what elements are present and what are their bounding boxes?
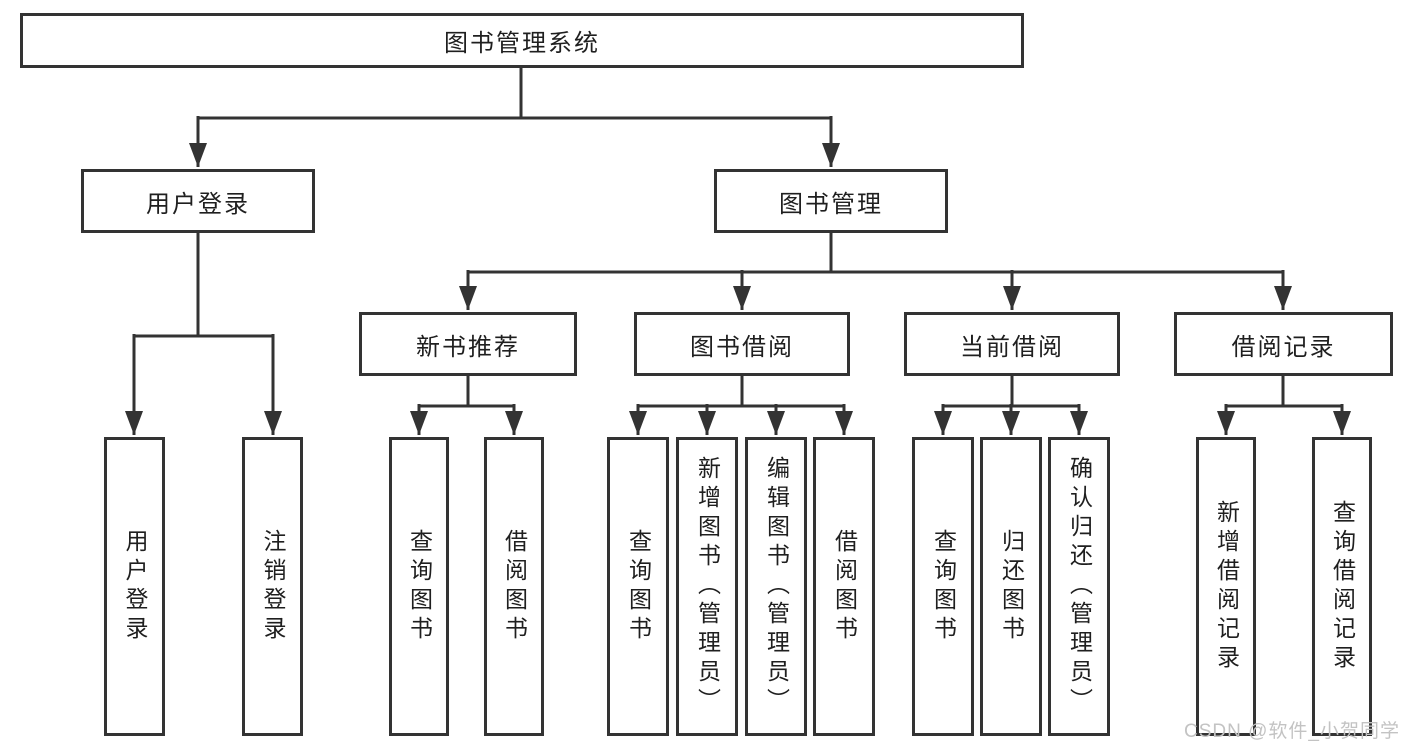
node-root-label: 图书管理系统: [444, 30, 600, 57]
leaf-add-borrow-record: 新增借阅记录: [1196, 437, 1256, 736]
leaf-query-books-current-label: 查询图书: [930, 528, 957, 645]
leaf-add-book-admin: 新增图书（管理员）: [676, 437, 738, 736]
leaf-query-books-borrowing: 查询图书: [607, 437, 669, 736]
node-root: 图书管理系统: [20, 13, 1024, 68]
node-borrowing-records: 借阅记录: [1174, 312, 1393, 376]
node-new-book-recommend: 新书推荐: [359, 312, 577, 376]
node-user-login: 用户登录: [81, 169, 315, 233]
leaf-logout: 注销登录: [242, 437, 303, 736]
leaf-borrow-books-borrowing: 借阅图书: [813, 437, 875, 736]
leaf-edit-book-admin: 编辑图书（管理员）: [745, 437, 807, 736]
leaf-query-books-current: 查询图书: [912, 437, 974, 736]
node-book-borrowing: 图书借阅: [634, 312, 850, 376]
node-book-management-label: 图书管理: [779, 190, 883, 218]
leaf-user-login-label: 用户登录: [122, 528, 148, 645]
leaf-query-books-recommend: 查询图书: [389, 437, 449, 736]
node-new-book-recommend-label: 新书推荐: [416, 333, 520, 361]
leaf-add-book-admin-label: 新增图书（管理员）: [694, 456, 721, 717]
leaf-query-books-borrowing-label: 查询图书: [625, 528, 652, 645]
node-borrowing-records-label: 借阅记录: [1231, 333, 1336, 361]
node-book-management: 图书管理: [714, 169, 948, 233]
node-book-borrowing-label: 图书借阅: [690, 333, 794, 361]
node-user-login-label: 用户登录: [146, 190, 250, 218]
leaf-borrow-books-recommend-label: 借阅图书: [501, 528, 528, 645]
csdn-watermark: CSDN @软件_小贺同学: [1184, 721, 1400, 742]
leaf-query-borrow-record: 查询借阅记录: [1312, 437, 1372, 736]
leaf-borrow-books-borrowing-label: 借阅图书: [831, 528, 858, 645]
node-current-borrowing: 当前借阅: [904, 312, 1120, 376]
leaf-borrow-books-recommend: 借阅图书: [484, 437, 544, 736]
node-current-borrowing-label: 当前借阅: [960, 333, 1064, 361]
leaf-logout-label: 注销登录: [260, 528, 286, 645]
leaf-confirm-return-admin: 确认归还（管理员）: [1048, 437, 1110, 736]
leaf-return-books: 归还图书: [980, 437, 1042, 736]
leaf-add-borrow-record-label: 新增借阅记录: [1213, 499, 1240, 674]
leaf-query-books-recommend-label: 查询图书: [406, 528, 433, 645]
leaf-user-login: 用户登录: [104, 437, 165, 736]
leaf-return-books-label: 归还图书: [998, 528, 1025, 645]
leaf-edit-book-admin-label: 编辑图书（管理员）: [763, 456, 790, 717]
leaf-query-borrow-record-label: 查询借阅记录: [1329, 499, 1356, 674]
leaf-confirm-return-admin-label: 确认归还（管理员）: [1066, 456, 1093, 717]
